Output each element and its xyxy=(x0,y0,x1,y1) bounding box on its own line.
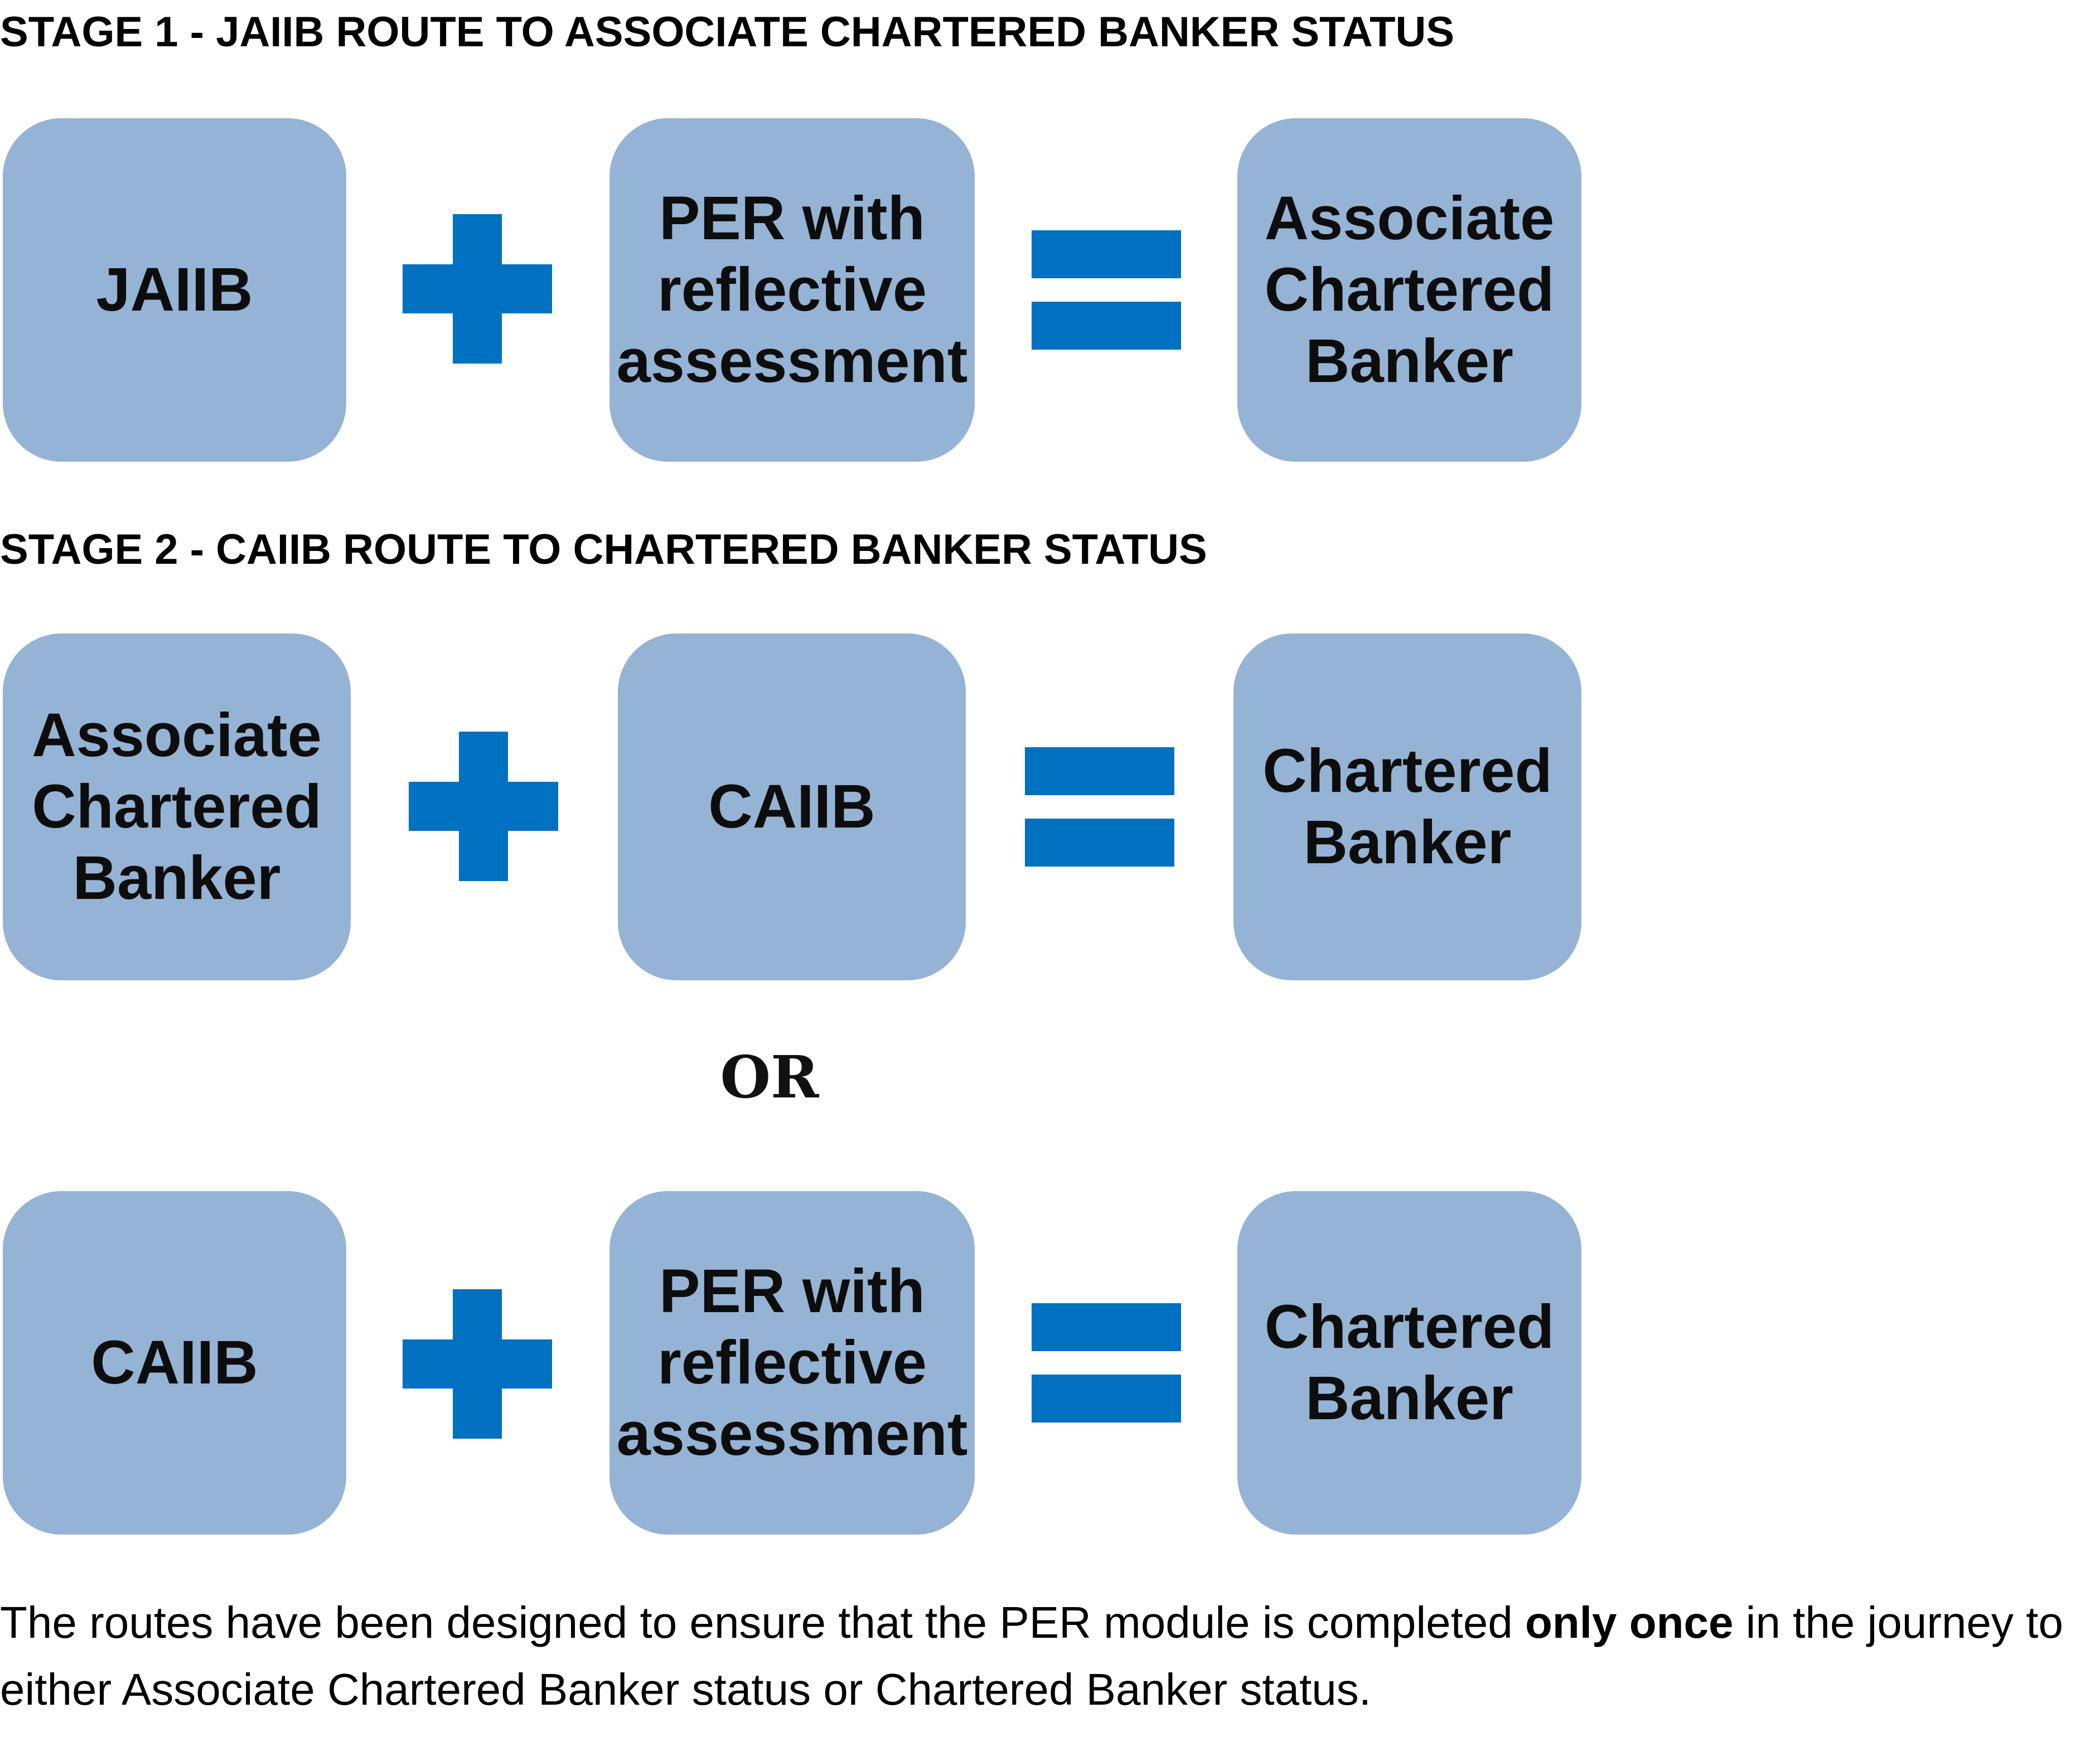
stage2-heading: STAGE 2 - CAIIB ROUTE TO CHARTERED BANKE… xyxy=(0,526,1207,573)
or-separator: OR xyxy=(720,1043,819,1111)
stage2-route1-acb-box: Associate Chartered Banker xyxy=(3,633,351,980)
stage2-route1-caiib-box: CAIIB xyxy=(618,633,966,980)
equals-icon xyxy=(1025,747,1174,867)
footer-note: The routes have been designed to ensure … xyxy=(0,1589,2100,1723)
plus-icon xyxy=(409,732,558,881)
plus-icon xyxy=(403,1289,552,1439)
stage2-route1-result-label: Chartered Banker xyxy=(1262,737,1552,877)
stage1-per-label: PER with reflective assessment xyxy=(616,184,968,395)
stage1-result-box: Associate Chartered Banker xyxy=(1237,118,1581,462)
stage2-route2-per-box: PER with reflective assessment xyxy=(609,1191,975,1535)
footer-emphasis: only once xyxy=(1525,1598,1734,1647)
stage2-route2-result-label: Chartered Banker xyxy=(1264,1293,1555,1433)
stage1-jaiib-label: JAIIB xyxy=(96,255,253,324)
stage2-route1-acb-label: Associate Chartered Banker xyxy=(32,701,322,912)
footer-text-before: The routes have been designed to ensure … xyxy=(0,1598,1526,1647)
stage2-route1-result-box: Chartered Banker xyxy=(1233,633,1581,980)
equals-icon xyxy=(1032,1303,1181,1423)
stage1-heading: STAGE 1 - JAIIB ROUTE TO ASSOCIATE CHART… xyxy=(0,8,1455,56)
stage2-route1-caiib-label: CAIIB xyxy=(708,772,875,841)
stage2-route2-result-box: Chartered Banker xyxy=(1237,1191,1581,1535)
plus-icon xyxy=(403,214,552,364)
stage2-route2-per-label: PER with reflective assessment xyxy=(616,1257,968,1468)
stage1-result-label: Associate Chartered Banker xyxy=(1264,184,1555,395)
stage2-route2-caiib-label: CAIIB xyxy=(91,1328,258,1397)
stage1-per-box: PER with reflective assessment xyxy=(609,118,975,462)
equals-icon xyxy=(1032,230,1181,350)
stage1-jaiib-box: JAIIB xyxy=(3,118,346,462)
footer-text-after: in the journey to either Associate Chart… xyxy=(0,1598,2063,1714)
stage2-route2-caiib-box: CAIIB xyxy=(3,1191,346,1535)
